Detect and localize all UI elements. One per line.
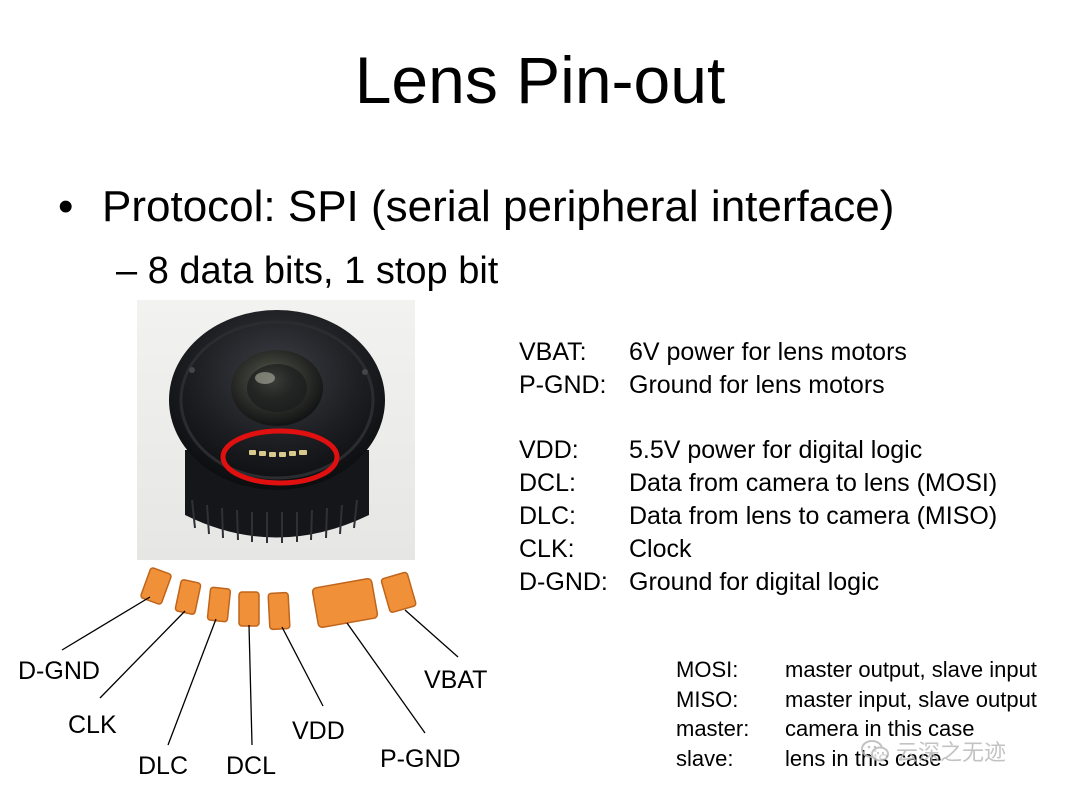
signal-row-dlc: DLC: Data from lens to camera (MISO): [519, 500, 997, 533]
glossary-row-miso: MISO: master input, slave output: [676, 685, 1037, 715]
pin-vdd: [267, 591, 291, 631]
label-d-gnd: D-GND: [18, 657, 100, 685]
signal-description: Ground for digital logic: [629, 567, 880, 596]
glossary-term: master:: [676, 716, 750, 741]
signal-name: D-GND:: [519, 567, 608, 596]
signal-description: Data from lens to camera (MISO): [629, 501, 998, 530]
glossary-row-mosi: MOSI: master output, slave input: [676, 655, 1037, 685]
lens-photo: [137, 300, 415, 560]
pin-vbat: [380, 571, 417, 613]
pin-diagram: D-GND CLK DLC DCL VDD P-GND VBAT: [18, 567, 487, 780]
signal-row-d-gnd: D-GND: Ground for digital logic: [519, 566, 997, 599]
glossary-row-slave: slave: lens in this case: [676, 744, 1037, 774]
watermark-text: 云深之无迹: [896, 740, 1007, 765]
glossary-definition: master output, slave input: [785, 657, 1037, 682]
label-dcl: DCL: [226, 752, 276, 780]
label-p-gnd: P-GND: [380, 745, 461, 773]
signal-description: Data from camera to lens (MOSI): [629, 469, 998, 498]
label-vbat: VBAT: [424, 666, 487, 694]
signal-row-p-gnd: P-GND: Ground for lens motors: [519, 369, 997, 402]
signal-name: VDD:: [519, 436, 579, 465]
pin-clk: [174, 579, 202, 615]
bullet-protocol: • Protocol: SPI (serial peripheral interf…: [58, 180, 894, 234]
glossary-definition: lens in this case: [785, 745, 942, 771]
glossary-term: MOSI:: [676, 657, 739, 682]
pin-p-gnd: [311, 577, 379, 629]
wechat-icon: [861, 740, 889, 762]
sub-bullet-data-bits: – 8 data bits, 1 stop bit: [116, 250, 499, 292]
signal-row-vbat: VBAT: 6V power for lens motors: [519, 336, 997, 369]
signal-row-clk: CLK: Clock: [519, 533, 997, 566]
signal-name: DLC:: [519, 501, 576, 530]
pin-dcl: [238, 591, 260, 627]
signal-spacer: [519, 402, 997, 435]
bullet-protocol-text: Protocol: SPI (serial peripheral interfa…: [102, 182, 895, 231]
signal-row-vdd: VDD: 5.5V power for digital logic: [519, 434, 997, 467]
signal-description: Ground for lens motors: [629, 370, 885, 399]
signal-description: Clock: [629, 534, 692, 563]
bullet-dot: •: [58, 182, 74, 231]
watermark: 云深之无迹: [860, 735, 1006, 767]
label-dlc: DLC: [138, 752, 188, 780]
signal-name: P-GND:: [519, 370, 607, 399]
slide-title: Lens Pin-out: [354, 43, 726, 117]
pin-d-gnd: [140, 567, 172, 605]
signal-table: VBAT: 6V power for lens motors P-GND: Gr…: [519, 336, 997, 598]
signal-name: DCL:: [519, 469, 576, 498]
pin-dlc: [206, 586, 232, 623]
signal-description: 5.5V power for digital logic: [629, 436, 923, 465]
signal-name: VBAT:: [519, 338, 587, 366]
glossary-term: slave:: [676, 745, 734, 771]
glossary-term: MISO:: [676, 686, 739, 712]
glossary: MOSI: master output, slave input MISO: m…: [676, 655, 1037, 773]
signal-description: 6V power for lens motors: [629, 338, 907, 366]
signal-name: CLK:: [519, 534, 575, 563]
label-vdd: VDD: [292, 717, 345, 745]
glossary-definition: camera in this case: [785, 716, 975, 741]
glossary-row-master: master: camera in this case: [676, 714, 1037, 744]
signal-row-dcl: DCL: Data from camera to lens (MOSI): [519, 467, 997, 500]
label-clk: CLK: [68, 711, 117, 739]
glossary-definition: master input, slave output: [785, 686, 1037, 712]
